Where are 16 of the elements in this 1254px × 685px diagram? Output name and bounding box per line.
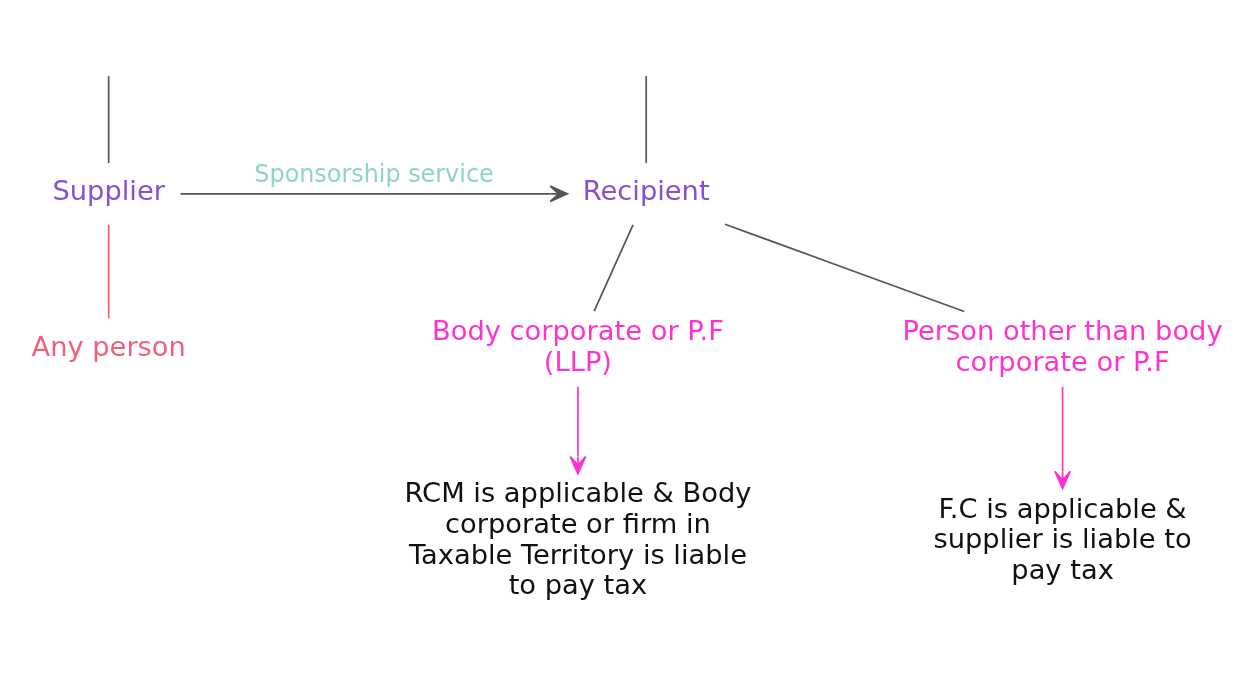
node-text: Recipient — [582, 175, 710, 207]
node-text: Supplier — [52, 175, 165, 207]
arrow — [569, 386, 587, 475]
node-text: Any person — [31, 330, 186, 362]
arrow — [179, 185, 569, 203]
connector — [593, 223, 634, 313]
connector — [724, 223, 966, 313]
connector — [107, 75, 110, 164]
connector — [645, 75, 648, 164]
node-text: F.C is applicable & supplier is liable to pay tax — [933, 492, 1192, 586]
arrow — [1054, 386, 1072, 490]
node-text: Body corporate or P.F (LLP) — [432, 315, 724, 377]
connector — [107, 223, 110, 320]
node-text: Person other than body corporate or P.F — [902, 315, 1223, 377]
edge-label: Sponsorship service — [254, 160, 494, 189]
node-text: RCM is applicable & Body corporate or firm in Taxable Territory is liable to pay tax — [404, 477, 752, 601]
